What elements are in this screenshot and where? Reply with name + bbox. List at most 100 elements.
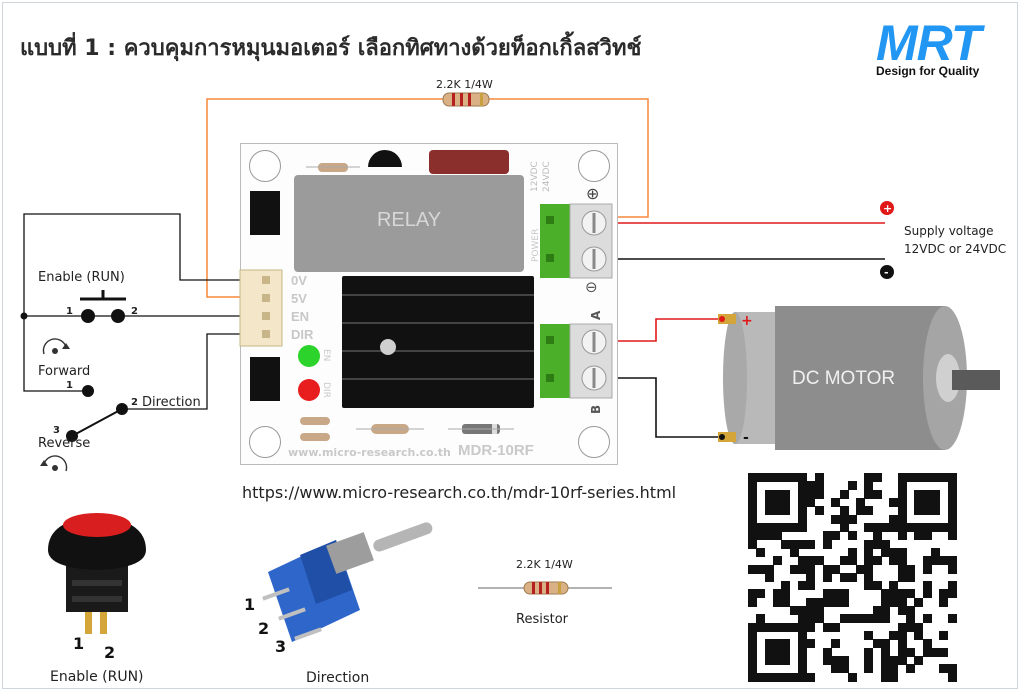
supply-option-24vdc: 24VDC [542, 161, 552, 192]
qr-module [814, 597, 824, 607]
qr-module [897, 622, 907, 632]
resistor-illustration [523, 581, 569, 595]
qr-module [839, 489, 849, 499]
qr-module [922, 531, 932, 541]
qr-module [797, 606, 807, 616]
qr-module [947, 556, 957, 566]
supply-label-line1: Supply voltage [904, 224, 994, 238]
qr-module [897, 564, 907, 574]
qr-module [906, 572, 916, 582]
heatsink-fin [342, 378, 534, 380]
qr-module [831, 622, 841, 632]
qr-module [947, 589, 957, 599]
qr-module [881, 647, 891, 657]
qr-module [831, 656, 841, 666]
qr-module [748, 531, 757, 541]
qr-module [772, 556, 782, 566]
qr-module [922, 639, 932, 649]
qr-module [764, 506, 774, 516]
qr-module [839, 514, 849, 524]
qr-module [748, 631, 757, 641]
heatsink-fin [342, 294, 534, 296]
qr-module [764, 531, 774, 541]
qr-module [906, 564, 916, 574]
qr-module [797, 672, 807, 682]
qr-module [847, 614, 857, 624]
qr-module [864, 647, 874, 657]
qr-module [797, 647, 807, 657]
qr-module [847, 531, 857, 541]
qr-module [847, 672, 857, 682]
qr-module [864, 539, 874, 549]
qr-module [947, 481, 957, 491]
forward-rotation-icon [42, 338, 70, 355]
qr-module [797, 639, 807, 649]
qr-module [922, 506, 932, 516]
qr-module [797, 473, 807, 482]
motor-label: DC MOTOR [792, 368, 896, 389]
mount-hole [578, 150, 610, 182]
qr-module [772, 672, 782, 682]
qr-module [822, 656, 832, 666]
qr-module [856, 497, 866, 507]
qr-module [797, 631, 807, 641]
supply-label-line2: 12VDC or 24VDC [904, 242, 1006, 256]
qr-module [748, 481, 757, 491]
qr-module [781, 473, 791, 482]
direction-pin3: 3 [53, 425, 60, 436]
qr-module [914, 531, 924, 541]
qr-module [872, 556, 882, 566]
qr-module [864, 506, 874, 516]
qr-module [922, 489, 932, 499]
qr-module [789, 606, 799, 616]
qr-module [772, 531, 782, 541]
motor-minus-symbol: - [743, 430, 749, 446]
qr-module [814, 606, 824, 616]
qr-module [906, 606, 916, 616]
qr-module [814, 556, 824, 566]
toggle-pin3: 3 [275, 637, 286, 656]
qr-module [797, 506, 807, 516]
qr-module [756, 473, 766, 482]
reverse-rotation-icon [40, 455, 68, 472]
qr-module [764, 473, 774, 482]
qr-module [889, 497, 899, 507]
qr-module [864, 664, 874, 674]
qr-module [906, 614, 916, 624]
qr-module [922, 581, 932, 591]
qr-module [864, 631, 874, 641]
toggle-pin1: 1 [244, 595, 255, 614]
qr-module [789, 473, 799, 482]
product-url-link[interactable]: https://www.micro-research.co.th/mdr-10r… [242, 483, 677, 502]
qr-module [806, 497, 816, 507]
qr-module [889, 514, 899, 524]
qr-module [906, 589, 916, 599]
qr-module [789, 547, 799, 557]
motor-minus-wire [612, 377, 720, 438]
qr-module [922, 614, 932, 624]
qr-module [864, 547, 874, 557]
heatsink-screw [380, 339, 396, 355]
qr-module [931, 506, 941, 516]
enable-button-symbol [80, 290, 126, 323]
qr-module [947, 506, 957, 516]
qr-module [897, 522, 907, 532]
qr-module [839, 506, 849, 516]
qr-module [806, 481, 816, 491]
qr-module [772, 622, 782, 632]
toggle-switch-illustration [262, 522, 433, 642]
qr-module [814, 614, 824, 624]
qr-module [806, 489, 816, 499]
qr-module [789, 564, 799, 574]
qr-module [881, 614, 891, 624]
qr-module [947, 473, 957, 482]
qr-code[interactable] [748, 473, 957, 682]
pin-label-0v: 0V [291, 273, 307, 288]
mrt-logo: MRT Design for Quality [870, 15, 1005, 82]
qr-module [822, 539, 832, 549]
qr-module [814, 481, 824, 491]
pin-label-dir: DIR [291, 327, 314, 342]
heatsink-fin [342, 350, 534, 352]
qr-module [864, 581, 874, 591]
qr-module [889, 672, 899, 682]
